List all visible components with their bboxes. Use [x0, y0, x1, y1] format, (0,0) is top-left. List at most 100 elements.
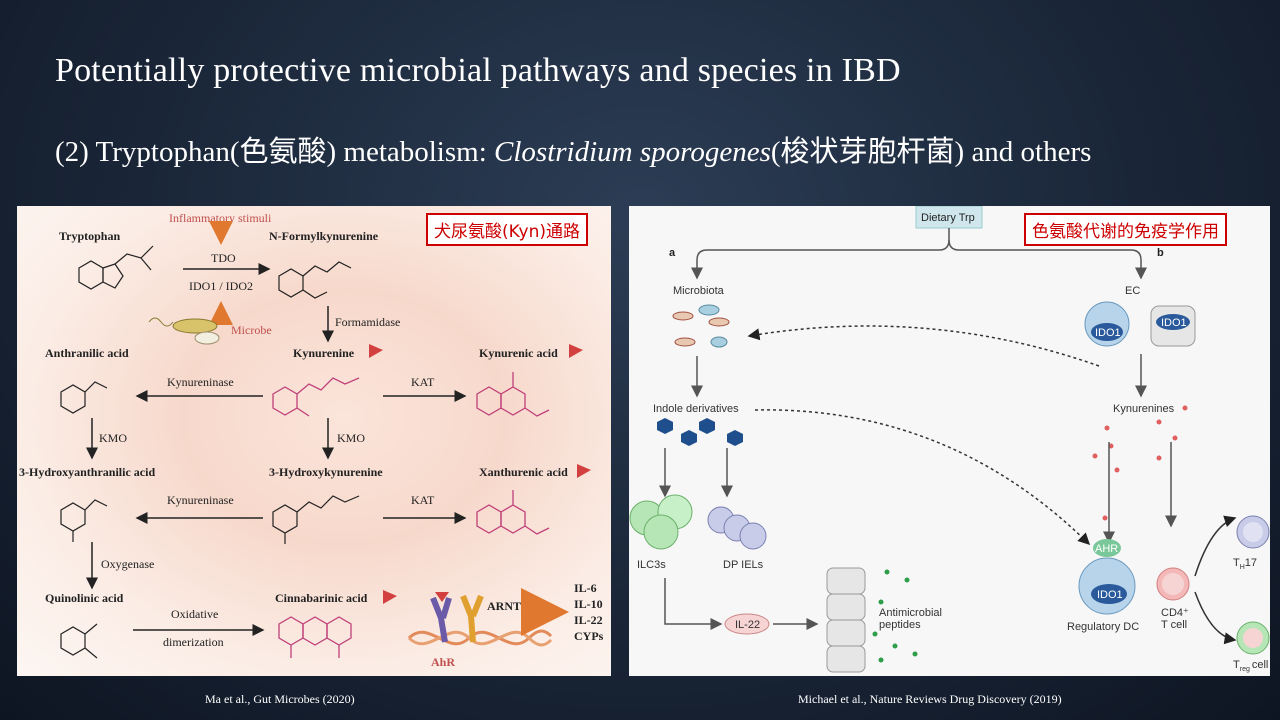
quinolinic-acid-structure: [60, 623, 98, 659]
cd4-tcell-icon: [1156, 567, 1190, 601]
subtitle-prefix: (2) Tryptophan(色氨酸) metabolism:: [55, 136, 495, 168]
ahr-label: AhR: [431, 655, 455, 669]
tryptophan-immunology-figure: Dietary Trp a b Microbiota EC IDO1 IDO1 …: [629, 206, 1270, 676]
kat-label-2: KAT: [411, 493, 435, 507]
panel-b-label: b: [1157, 247, 1164, 259]
xanthurenic-acid-label: Xanthurenic acid: [479, 465, 568, 479]
trp-to-ec-arrow: [948, 239, 1147, 280]
tryptophan-immunology-diagram: Dietary Trp a b Microbiota EC IDO1 IDO1 …: [629, 206, 1270, 673]
ido1-ec-label-2: IDO1: [1161, 317, 1187, 329]
ec-label: EC: [1125, 285, 1140, 297]
oxygenase-label: Oxygenase: [101, 557, 154, 571]
microbiota-label: Microbiota: [673, 285, 725, 297]
tcell-label: T cell: [1161, 619, 1187, 631]
dp-iels-label: DP IELs: [723, 559, 764, 571]
th17-label: TH17: [1233, 557, 1257, 571]
microbiota-bacteria-icon: [672, 304, 730, 348]
hydroxykynurenine-structure: [272, 495, 360, 544]
treg-cell-icon: [1236, 621, 1270, 655]
ahr-right-label: AHR: [1095, 543, 1118, 555]
ilc3s-label: ILC3s: [637, 559, 666, 571]
anthranilic-acid-label: Anthranilic acid: [45, 346, 129, 360]
epithelium-icon: [826, 567, 866, 673]
anthranilic-acid-structure: [60, 381, 108, 414]
cinnabarinic-acid-marker: [383, 590, 397, 604]
indole-to-ahr-arrow: [754, 409, 1091, 546]
regulatory-dc-icon: [1078, 539, 1136, 615]
inflammatory-label: Inflammatory stimuli: [169, 211, 272, 225]
citation-right: Michael et al., Nature Reviews Drug Disc…: [798, 692, 1062, 706]
arnt-receptor-icon: [460, 594, 484, 643]
n-formylkynurenine-label: N-Formylkynurenine: [269, 229, 379, 243]
ec-cell-icon: [1084, 301, 1130, 347]
kynurenine-label: Kynurenine: [293, 346, 355, 360]
quinolinic-acid-label: Quinolinic acid: [45, 591, 124, 605]
panel-a-label: a: [669, 247, 676, 259]
oxidative-label: Oxidative: [171, 607, 218, 621]
citation-left: Ma et al., Gut Microbes (2020): [205, 692, 355, 706]
ilc3-cells-icon: [629, 494, 693, 550]
tryptophan-label: Tryptophan: [59, 229, 120, 243]
kynurenine-pathway-figure: Tryptophan Inflammatory stimuli TDO IDO1…: [17, 206, 611, 676]
th17-cell-icon: [1236, 515, 1270, 549]
dp-iel-cells-icon: [707, 506, 767, 550]
antimicrobial-label-1: Antimicrobial: [879, 607, 942, 619]
kynurenic-acid-marker: [569, 344, 583, 358]
regulatory-dc-label: Regulatory DC: [1067, 621, 1139, 633]
kynurenines-feedback-arrow: [747, 325, 1100, 367]
antimicrobial-dots-icon: [872, 569, 918, 663]
ido1-dc-label: IDO1: [1097, 589, 1123, 601]
kat-label-1: KAT: [411, 375, 435, 389]
immunology-tag: 色氨酸代谢的免疫学作用: [1024, 213, 1227, 246]
trp-to-microbiota-arrow: [691, 228, 950, 280]
ido-label: IDO1 / IDO2: [189, 279, 253, 293]
kynurenic-acid-label: Kynurenic acid: [479, 346, 558, 360]
ahr-receptor-icon: [430, 592, 452, 643]
cinnabarinic-acid-structure: [278, 616, 352, 658]
dna-helix-icon: [407, 629, 553, 647]
indole-derivatives-label: Indole derivatives: [653, 403, 739, 415]
kmo-label-1: KMO: [99, 431, 127, 445]
output-il6: IL-6: [574, 581, 597, 595]
hydroxyanthranilic-acid-label: 3-Hydroxyanthranilic acid: [19, 465, 155, 479]
kynurenine-dots-icon: [1092, 405, 1188, 521]
output-il10: IL-10: [574, 597, 603, 611]
antimicrobial-label-2: peptides: [879, 619, 921, 631]
microbe-label: Microbe: [231, 323, 272, 337]
hydroxykynurenine-label: 3-Hydroxykynurenine: [269, 465, 383, 479]
ido1-ec-label-1: IDO1: [1095, 327, 1121, 339]
tryptophan-structure: [78, 245, 154, 290]
il22-label: IL-22: [735, 619, 760, 631]
tdo-label: TDO: [211, 251, 236, 265]
arnt-label: ARNT: [487, 599, 521, 613]
kmo-label-2: KMO: [337, 431, 365, 445]
microbe-icon: [148, 317, 220, 345]
slide-title: Potentially protective microbial pathway…: [55, 52, 901, 89]
kynurenine-marker: [369, 344, 383, 358]
dietary-trp-label: Dietary Trp: [921, 212, 975, 224]
output-cyps: CYPs: [574, 629, 604, 643]
indole-hexagons-icon: [657, 418, 743, 446]
epithelial-cell-icon: [1150, 305, 1196, 347]
tcell-to-th17-arrow: [1194, 515, 1237, 577]
output-il22: IL-22: [574, 613, 603, 627]
kyn-pathway-tag: 犬尿氨酸(Kyn)通路: [426, 213, 589, 246]
kynureninase-label-2: Kynureninase: [167, 493, 234, 507]
kynurenic-acid-structure: [476, 372, 550, 417]
subtitle-suffix: (梭状芽胞杆菌) and others: [770, 136, 1092, 168]
kynurenine-pathway-diagram: Tryptophan Inflammatory stimuli TDO IDO1…: [19, 211, 604, 669]
formamidase-label: Formamidase: [335, 315, 400, 329]
subtitle-species: Clostridium sporogenes: [494, 136, 771, 168]
cinnabarinic-acid-label: Cinnabarinic acid: [275, 591, 368, 605]
kynurenines-label: Kynurenines: [1113, 403, 1175, 415]
kynurenine-structure: [272, 377, 360, 417]
n-formylkynurenine-structure: [278, 261, 352, 299]
hydroxyanthranilic-acid-structure: [60, 499, 108, 542]
tcell-to-treg-arrow: [1194, 591, 1237, 645]
dimerization-label: dimerization: [163, 635, 224, 649]
cd4-label: CD4⁺: [1161, 607, 1189, 619]
xanthurenic-acid-marker: [577, 464, 591, 478]
slide-subtitle: (2) Tryptophan(色氨酸) metabolism: Clostrid…: [55, 128, 1091, 170]
kynureninase-label-1: Kynureninase: [167, 375, 234, 389]
